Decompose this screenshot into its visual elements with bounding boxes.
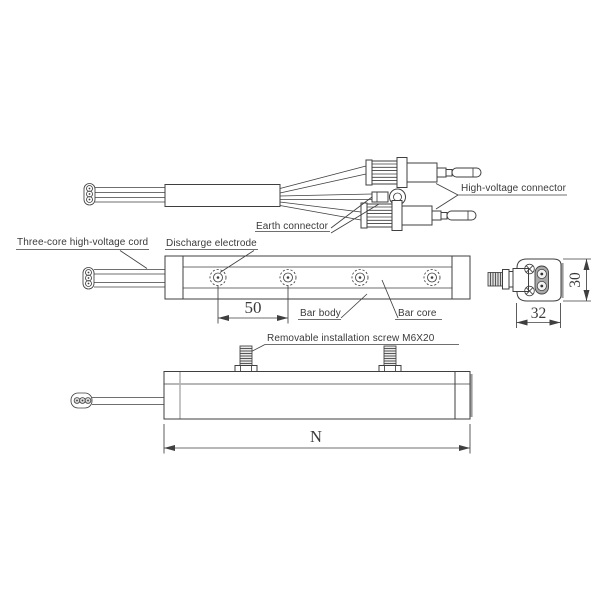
discharge-electrode-label: Discharge electrode	[166, 238, 257, 249]
dimension-value-N: N	[310, 427, 322, 446]
discharge-electrode	[351, 269, 369, 286]
three-core-cord	[95, 187, 165, 203]
three-core-cord	[94, 269, 165, 288]
leader-line	[435, 194, 459, 210]
connector-neck	[431, 210, 442, 221]
screw-head	[524, 263, 535, 275]
bar-outline	[163, 371, 473, 420]
banana-plug	[446, 210, 477, 221]
installation-screw-side	[487, 269, 515, 290]
discharge-electrode	[209, 269, 227, 286]
three-core-cord-callout: Three-core high-voltage cord	[16, 237, 149, 269]
three-core-cord-label: Three-core high-voltage cord	[17, 237, 148, 248]
leader-line	[435, 183, 459, 196]
dimension-width-32: 32	[516, 303, 561, 328]
bar-core-callout: Bar core	[381, 279, 442, 320]
cord-sleeve	[164, 184, 281, 207]
high-voltage-connector-lower	[360, 200, 477, 231]
bar-body-label: Bar body	[300, 308, 341, 319]
boot-collar	[391, 200, 403, 231]
bar-front-view: Three-core high-voltage cord Discharge e…	[16, 237, 471, 324]
installation-screw-label: Removable installation screw M6X20	[267, 333, 435, 344]
installation-screw-callout: Removable installation screw M6X20	[250, 333, 459, 353]
discharge-electrode	[279, 269, 297, 286]
earth-connector-label: Earth connector	[256, 221, 329, 232]
connector-neck	[436, 167, 447, 178]
boot-collar	[396, 157, 408, 188]
bar-outline	[164, 255, 471, 300]
leader-line	[330, 196, 373, 229]
bar-body-callout: Bar body	[298, 293, 368, 320]
pin-base	[445, 169, 453, 177]
boot-flange	[365, 159, 373, 186]
earth-connector-callout: Earth connector	[255, 196, 380, 234]
high-voltage-connector-callout: High-voltage connector	[435, 183, 567, 210]
leader-line	[219, 250, 255, 273]
high-voltage-connector-label: High-voltage connector	[461, 183, 567, 194]
cord-end-cap	[82, 267, 95, 290]
ribbed-boot	[371, 160, 398, 185]
bar-core-label: Bar core	[398, 308, 437, 319]
discharge-electrode	[423, 269, 441, 286]
screw-head	[524, 285, 535, 297]
high-voltage-connector-upper	[365, 157, 482, 188]
leader-line	[340, 293, 368, 319]
bar-side-view: Removable installation screw M6X20	[70, 333, 473, 454]
discharge-electrode-callout: Discharge electrode	[165, 238, 258, 273]
bar-end-view: 30 32	[487, 258, 591, 328]
connector-body	[401, 205, 433, 226]
end-view-body	[516, 258, 562, 302]
dimension-height-30: 30	[563, 258, 591, 302]
discharge-electrodes	[209, 269, 441, 286]
two-pin-socket	[534, 265, 549, 295]
boot-flange	[360, 202, 368, 229]
three-core-cord	[92, 397, 164, 405]
installation-screw	[378, 345, 402, 372]
cord-end-cap	[70, 392, 93, 409]
leader-line	[330, 203, 380, 234]
dimension-electrode-spacing: 50	[217, 286, 289, 324]
screw-mount-recess	[512, 268, 529, 292]
cable-assembly-view: Earth connector High-voltage connector	[83, 157, 567, 234]
leader-line	[119, 250, 148, 269]
ribbed-boot	[366, 203, 393, 228]
branch-wires	[279, 165, 373, 221]
leader-line	[381, 279, 399, 319]
connector-body	[406, 162, 438, 183]
banana-plug	[451, 167, 482, 178]
installation-screw	[234, 345, 258, 372]
dimension-value-32: 32	[531, 305, 547, 322]
cord-end-cap	[83, 183, 96, 206]
leader-line	[250, 344, 266, 353]
dimension-value-50: 50	[245, 298, 262, 317]
dimension-value-30: 30	[567, 272, 584, 288]
pin-base	[440, 212, 448, 220]
dimension-length-N: N	[163, 424, 471, 454]
